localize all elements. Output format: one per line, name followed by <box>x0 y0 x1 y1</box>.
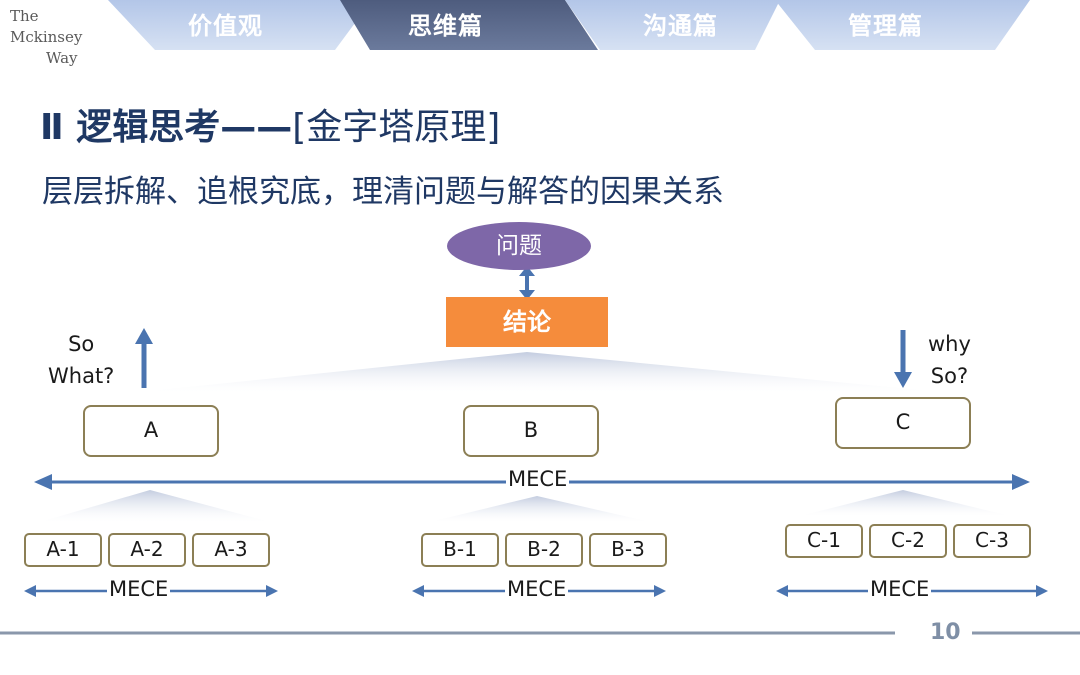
logo-line-1: The <box>10 7 39 25</box>
page-title-prefix: Ⅱ 逻辑思考—— <box>40 107 293 148</box>
level1-box-c: C <box>835 397 971 449</box>
mece-c-label: MECE <box>868 577 932 601</box>
so-what-line-2: What? <box>48 364 115 388</box>
main-fan <box>140 352 940 392</box>
logo-line-2: Mckinsey <box>10 28 83 46</box>
logo-line-3: Way <box>46 49 78 67</box>
mece-main-label: MECE <box>506 467 570 491</box>
tab-shape-thinking <box>340 0 598 50</box>
tab-management[interactable]: 管理篇 <box>848 12 923 40</box>
sub-box-a-1: A-1 <box>24 533 102 567</box>
question-node: 问题 <box>447 222 591 270</box>
page-subtitle: 层层拆解、追根究底，理清问题与解答的因果关系 <box>42 174 724 210</box>
level1-box-b: B <box>463 405 599 457</box>
sub-box-c-2: C-2 <box>869 524 947 558</box>
tab-shape-management <box>775 0 1030 50</box>
why-so-line-1: why <box>928 332 971 356</box>
tab-shape-communication <box>565 0 780 50</box>
conclusion-node: 结论 <box>446 297 608 347</box>
fan-b <box>430 496 650 522</box>
sub-box-a-2: A-2 <box>108 533 186 567</box>
sub-box-c-3: C-3 <box>953 524 1031 558</box>
page-title: Ⅱ 逻辑思考——[金字塔原理] <box>40 98 500 150</box>
sub-box-b-1: B-1 <box>421 533 499 567</box>
tab-values[interactable]: 价值观 <box>188 12 263 40</box>
page-title-bracket: [金字塔原理] <box>292 107 501 148</box>
tab-thinking[interactable]: 思维篇 <box>408 12 483 40</box>
so-what-line-1: So <box>68 332 95 356</box>
sub-box-b-2: B-2 <box>505 533 583 567</box>
sub-box-a-3: A-3 <box>192 533 270 567</box>
why-so-line-2: So? <box>930 364 969 388</box>
mece-b-label: MECE <box>505 577 569 601</box>
fan-c <box>800 490 1010 516</box>
why-so-label: why So? <box>928 328 971 392</box>
sub-box-b-3: B-3 <box>589 533 667 567</box>
page-number: 10 <box>930 620 961 645</box>
nav-bar <box>108 0 1030 50</box>
mece-a-label: MECE <box>107 577 171 601</box>
tab-shape-values <box>108 0 372 50</box>
level1-box-a: A <box>83 405 219 457</box>
logo: The Mckinsey Way <box>10 6 82 69</box>
fan-a <box>40 490 270 522</box>
sub-box-c-1: C-1 <box>785 524 863 558</box>
so-what-label: So What? <box>48 328 114 392</box>
tab-communication[interactable]: 沟通篇 <box>643 12 718 40</box>
